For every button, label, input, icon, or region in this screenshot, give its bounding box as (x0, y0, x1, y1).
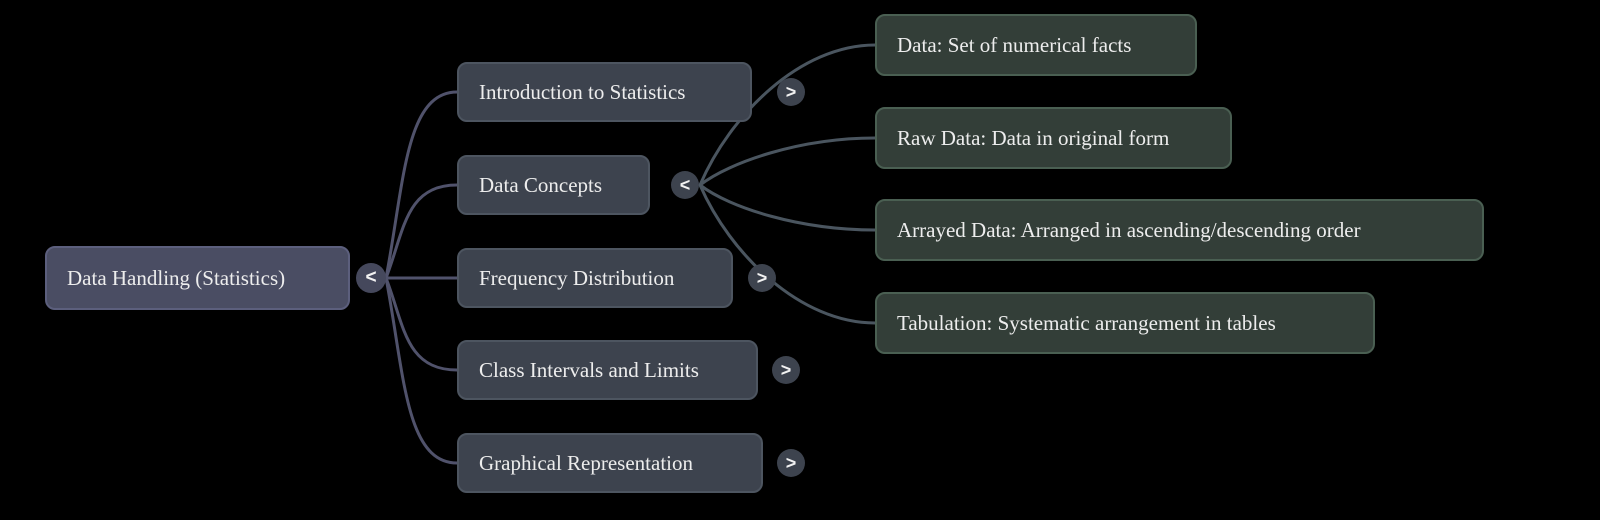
node-label: Data: Set of numerical facts (897, 32, 1132, 57)
link-root-to-data-concepts (384, 183, 459, 280)
node-class-intervals-and-limits[interactable]: Class Intervals and Limits (457, 340, 758, 400)
node-raw-data[interactable]: Raw Data: Data in original form (875, 107, 1232, 169)
node-label: Arrayed Data: Arranged in ascending/desc… (897, 217, 1361, 242)
link-data-concepts-to-raw-data (698, 136, 877, 187)
node-label: Raw Data: Data in original form (897, 125, 1170, 150)
node-arrayed-data[interactable]: Arrayed Data: Arranged in ascending/desc… (875, 199, 1484, 261)
link-data-concepts-to-arrayed-data (698, 183, 877, 232)
node-label: Data Concepts (479, 172, 603, 197)
link-root-to-graphical (384, 276, 459, 465)
node-label: Graphical Representation (479, 450, 693, 475)
node-label: Tabulation: Systematic arrangement in ta… (897, 310, 1276, 335)
expand-toggle-class-intervals[interactable]: > (772, 356, 800, 384)
link-root-to-class-intervals (384, 276, 459, 372)
link-data-concepts-to-data (698, 43, 877, 187)
chevron-right-icon: > (756, 267, 768, 288)
link-root-to-introduction (384, 90, 459, 280)
collapse-toggle-root[interactable]: < (356, 263, 386, 293)
node-data-concepts[interactable]: Data Concepts (457, 155, 650, 215)
node-label: Class Intervals and Limits (479, 357, 699, 382)
chevron-right-icon: > (780, 359, 792, 380)
expand-toggle-introduction[interactable]: > (777, 78, 805, 106)
collapse-toggle-data-concepts[interactable]: < (671, 171, 699, 199)
node-label: Frequency Distribution (479, 265, 675, 290)
chevron-right-icon: > (785, 452, 797, 473)
chevron-right-icon: > (785, 81, 797, 102)
node-frequency-distribution[interactable]: Frequency Distribution (457, 248, 733, 308)
node-data-handling-root[interactable]: Data Handling (Statistics) (45, 246, 350, 310)
chevron-left-icon: < (365, 267, 377, 288)
node-data-definition[interactable]: Data: Set of numerical facts (875, 14, 1197, 76)
expand-toggle-frequency[interactable]: > (748, 264, 776, 292)
chevron-left-icon: < (679, 174, 691, 195)
expand-toggle-graphical[interactable]: > (777, 449, 805, 477)
node-label: Data Handling (Statistics) (67, 265, 286, 290)
node-label: Introduction to Statistics (479, 79, 686, 104)
node-tabulation[interactable]: Tabulation: Systematic arrangement in ta… (875, 292, 1375, 354)
node-graphical-representation[interactable]: Graphical Representation (457, 433, 763, 493)
node-introduction-to-statistics[interactable]: Introduction to Statistics (457, 62, 752, 122)
